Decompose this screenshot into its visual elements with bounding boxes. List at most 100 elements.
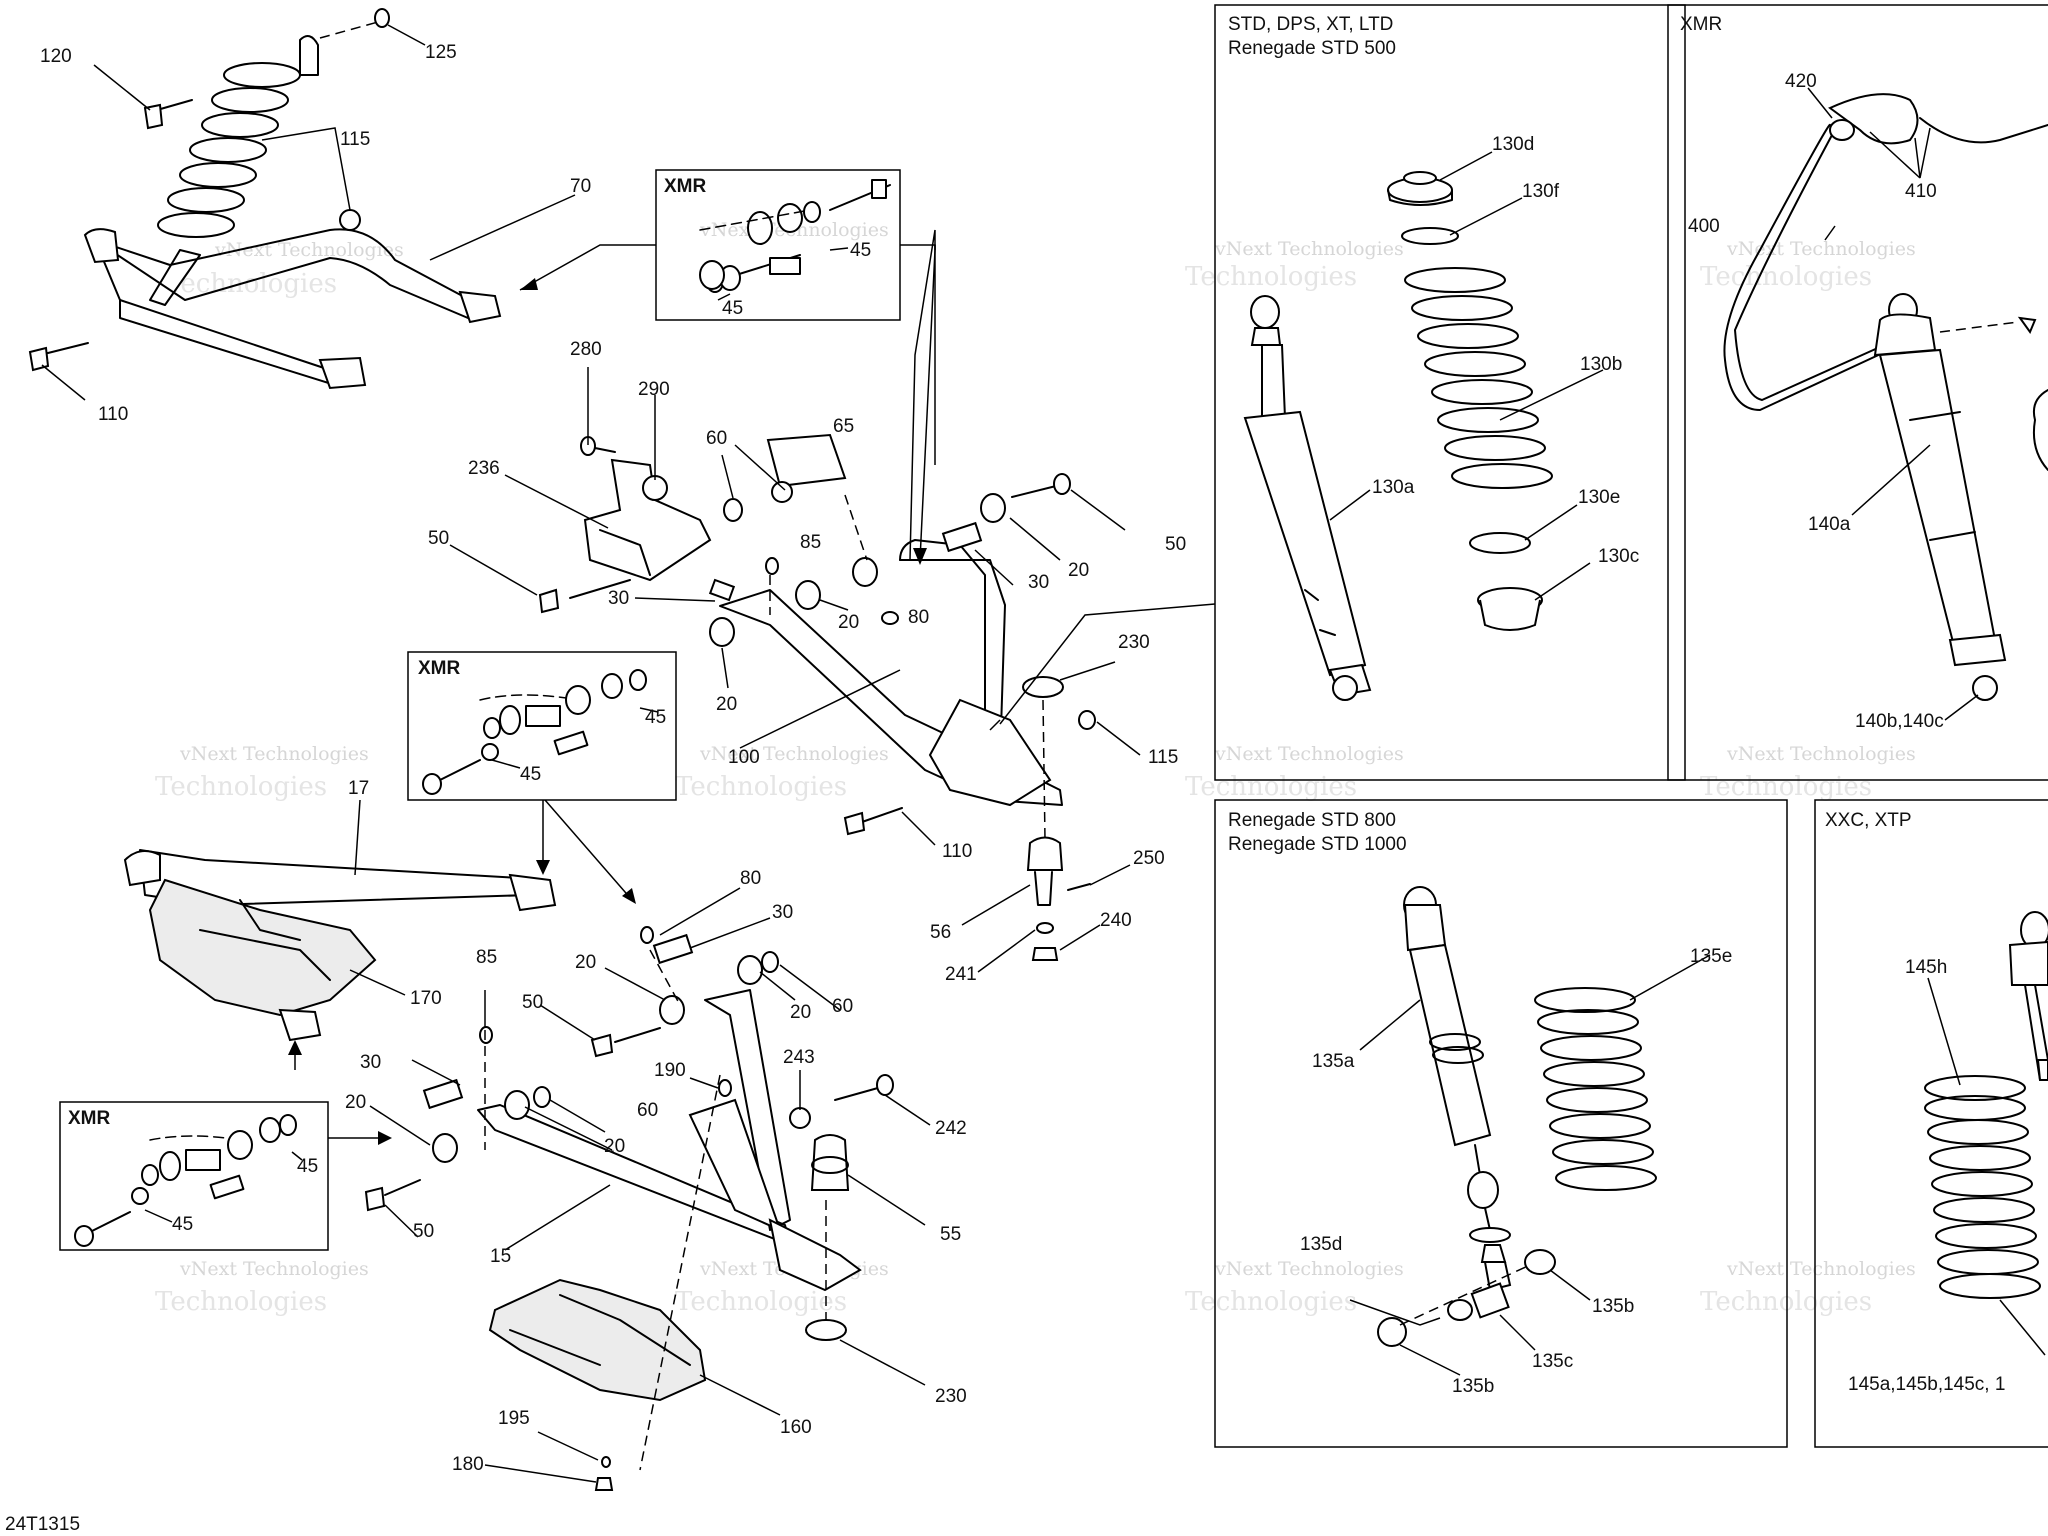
callout-135e: 135e	[1690, 946, 1732, 967]
callout-180: 180	[452, 1454, 484, 1475]
callout-65: 65	[833, 416, 854, 437]
callout-45: 45	[520, 764, 541, 785]
panel-subtitle: Renegade STD 500	[1228, 38, 1396, 59]
callout-20: 20	[345, 1092, 366, 1113]
callout-135b: 135b	[1592, 1296, 1634, 1317]
panel-title: STD, DPS, XT, LTD	[1228, 14, 1393, 35]
callout-170: 170	[410, 988, 442, 1009]
callout-45: 45	[850, 240, 871, 261]
callout-45: 45	[645, 707, 666, 728]
watermark-sub: Technologies	[1700, 262, 1872, 292]
panel-subtitle: Renegade STD 1000	[1228, 834, 1407, 855]
watermark-sub: Technologies	[675, 1287, 847, 1317]
watermark-sub: Technologies	[155, 1287, 327, 1317]
callout-140a: 140a	[1808, 514, 1851, 535]
callout-30: 30	[608, 588, 629, 609]
callout-190: 190	[654, 1060, 686, 1081]
callout-290: 290	[638, 379, 670, 400]
callout-45: 45	[297, 1156, 318, 1177]
panel-std-dps: STD, DPS, XT, LTD Renegade STD 500	[1214, 4, 1686, 781]
callout-236: 236	[468, 458, 500, 479]
panel-title: XXC, XTP	[1825, 810, 1912, 831]
watermark-sub: Technologies	[1700, 772, 1872, 802]
watermark-sub: Technologies	[1185, 262, 1357, 292]
inset-label: XMR	[68, 1108, 111, 1129]
callout-230: 230	[935, 1386, 967, 1407]
arrows-top	[519, 244, 1001, 731]
callout-250: 250	[1133, 848, 1165, 869]
callout-20: 20	[1068, 560, 1089, 581]
callout-50: 50	[413, 1221, 434, 1242]
watermark: vNext Technologies	[699, 743, 889, 765]
callout-55: 55	[940, 1224, 961, 1245]
callout-60: 60	[637, 1100, 658, 1121]
callout-80: 80	[908, 607, 929, 628]
callout-110: 110	[942, 841, 972, 862]
callout-115: 115	[1148, 747, 1178, 768]
callout-45: 45	[172, 1214, 193, 1235]
callout-160: 160	[780, 1417, 812, 1438]
center-upper-a-arm	[449, 229, 1216, 973]
callout-280: 280	[570, 339, 602, 360]
watermark: vNext Technologies	[179, 1258, 369, 1280]
watermark-sub: Technologies	[1185, 772, 1357, 802]
callout-115: 115	[340, 129, 370, 150]
callout-70: 70	[570, 176, 591, 197]
upper-shock-assembly	[28, 8, 576, 401]
watermark: vNext Technologies	[1214, 1258, 1404, 1280]
callout-85: 85	[476, 947, 497, 968]
watermark-sub: Technologies	[1700, 1287, 1872, 1317]
callout-15: 15	[490, 1246, 511, 1267]
inset-label: XMR	[664, 176, 707, 197]
watermarks: vNext Technologies Technologies vNext Te…	[155, 219, 1916, 1317]
callout-100: 100	[728, 747, 760, 768]
watermark-sub: Technologies	[155, 772, 327, 802]
inset-label: XMR	[418, 658, 461, 679]
callout-130b: 130b	[1580, 354, 1622, 375]
callout-50: 50	[522, 992, 543, 1013]
callout-130d: 130d	[1492, 134, 1534, 155]
callout-135c: 135c	[1532, 1351, 1573, 1372]
center-lower-a-arm	[364, 887, 931, 1491]
callout-130f: 130f	[1522, 181, 1560, 202]
callout-125: 125	[425, 42, 457, 63]
callout-243: 243	[783, 1047, 815, 1068]
panel-xmr: XMR	[1667, 4, 2048, 781]
diagram-id: 24T1315	[5, 1514, 80, 1535]
watermark: vNext Technologies	[1726, 238, 1916, 260]
callout-195: 195	[498, 1408, 530, 1429]
callout-20: 20	[838, 612, 859, 633]
callout-50: 50	[428, 528, 449, 549]
callout-135d: 135d	[1300, 1234, 1342, 1255]
callout-135a: 135a	[1312, 1051, 1355, 1072]
watermark-sub: Technologies	[675, 772, 847, 802]
callout-60: 60	[706, 428, 727, 449]
callout-17: 17	[348, 778, 369, 799]
callout-145abc: 145a,145b,145c, 1	[1848, 1374, 2005, 1395]
watermark: vNext Technologies	[1726, 743, 1916, 765]
callout-130c: 130c	[1598, 546, 1639, 567]
callout-240: 240	[1100, 910, 1132, 931]
watermark: vNext Technologies	[1214, 238, 1404, 260]
callout-56: 56	[930, 922, 951, 943]
callout-20: 20	[575, 952, 596, 973]
callout-420: 420	[1785, 71, 1817, 92]
callout-20: 20	[790, 1002, 811, 1023]
callout-230: 230	[1118, 632, 1150, 653]
callout-30: 30	[1028, 572, 1049, 593]
callout-60: 60	[832, 996, 853, 1017]
panel-renegade-800: Renegade STD 800 Renegade STD 1000	[1214, 799, 1788, 1448]
callout-80: 80	[740, 868, 761, 889]
panel-title: Renegade STD 800	[1228, 810, 1396, 831]
callout-50: 50	[1165, 534, 1186, 555]
callout-135b: 135b	[1452, 1376, 1494, 1397]
callout-20: 20	[604, 1136, 625, 1157]
xmr-inset-bottom: XMR	[59, 1101, 392, 1251]
callout-30: 30	[360, 1052, 381, 1073]
panel-title: XMR	[1680, 14, 1722, 35]
callout-130e: 130e	[1578, 487, 1620, 508]
xmr-inset-top: XMR	[655, 169, 936, 465]
watermark-sub: Technologies	[165, 269, 337, 299]
callout-400: 400	[1688, 216, 1720, 237]
